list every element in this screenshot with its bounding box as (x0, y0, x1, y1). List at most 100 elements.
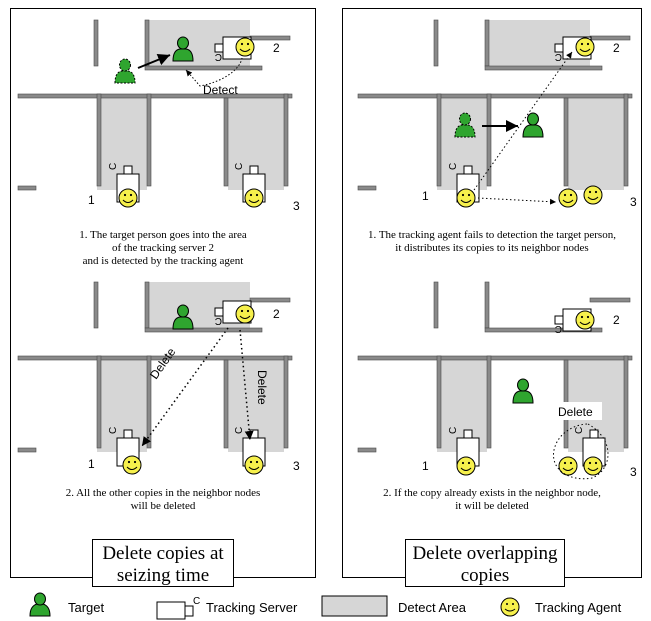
target-icon (522, 112, 544, 138)
wall (17, 185, 37, 191)
tracking-agent-icon (122, 455, 142, 475)
move-arrow (137, 53, 171, 69)
wall (249, 35, 291, 41)
tracking-agent-icon (235, 37, 255, 57)
node-number: 2 (273, 41, 280, 55)
left-title-box: Delete copies at seizing time (92, 539, 234, 587)
wall (589, 35, 631, 41)
tracking-agent-icon (583, 185, 603, 205)
left-caption-1: 1. The target person goes into the area … (10, 229, 316, 268)
wall (223, 97, 229, 187)
wall (17, 355, 101, 361)
wall (144, 65, 263, 71)
wall (357, 185, 377, 191)
copy-path (477, 197, 557, 205)
wall (144, 281, 150, 329)
server-letter: C (448, 427, 459, 434)
delete-path (141, 327, 229, 447)
right-title-box: Delete overlapping copies (405, 539, 565, 587)
wall (439, 93, 633, 99)
wall (283, 93, 289, 187)
right-caption-1: 1. The tracking agent fails to detection… (342, 229, 642, 255)
delete-label: Delete (147, 345, 179, 382)
target-icon (172, 304, 194, 330)
wall (484, 281, 490, 329)
wall (436, 93, 442, 187)
title-line: copies (460, 565, 510, 586)
tracking-server-icon: C (156, 596, 200, 620)
server-letter: C (215, 315, 222, 326)
wall (433, 281, 439, 329)
caption-line: will be deleted (130, 500, 196, 512)
wall (623, 355, 629, 449)
caption-line: it will be deleted (455, 500, 529, 512)
delete-loop (553, 423, 609, 480)
wall (146, 93, 152, 187)
legend-server-label: Tracking Server (206, 600, 298, 615)
legend-detect-area-label: Detect Area (398, 600, 466, 615)
wall (249, 297, 291, 303)
floor-plan (357, 281, 633, 453)
left-caption-2: 2. All the other copies in the neighbor … (10, 487, 316, 513)
caption-line: it distributes its copies to its neighbo… (395, 242, 589, 254)
server-letter: C (108, 427, 119, 434)
server-letter: C (555, 323, 562, 334)
target-icon (172, 36, 194, 62)
tracking-agent-icon (575, 37, 595, 57)
caption-line: 1. The target person goes into the area (79, 229, 247, 241)
legend-symbols: C (29, 592, 520, 620)
server-letter: C (555, 51, 562, 62)
tracking-agent-icon (456, 188, 476, 208)
wall (99, 355, 293, 361)
detect-area-swatch (321, 595, 388, 617)
tracking-agent-icon (235, 304, 255, 324)
server-letter: C (193, 596, 200, 607)
wall (563, 97, 569, 187)
title-line: Delete overlapping (412, 543, 558, 564)
target-icon (454, 112, 476, 138)
server-letter: C (574, 427, 585, 434)
detect-path (185, 57, 243, 87)
caption-line: 2. If the copy already exists in the nei… (383, 487, 601, 499)
wall (99, 93, 293, 99)
tracking-agent-icon (118, 188, 138, 208)
node-number: 3 (630, 195, 637, 209)
target-icon (114, 58, 136, 84)
detect-label: Detect (203, 83, 238, 97)
server-letter: C (234, 427, 245, 434)
tracking-agent-icon (583, 456, 603, 476)
right-caption-2: 2. If the copy already exists in the nei… (342, 487, 642, 513)
tracking-agent-icon (575, 310, 595, 330)
server-letter: C (448, 163, 459, 170)
delete-path (239, 329, 254, 441)
wall (439, 355, 633, 361)
title-line: seizing time (116, 565, 210, 586)
server-letter: C (234, 163, 245, 170)
wall (146, 355, 152, 449)
caption-line: 1. The tracking agent fails to detection… (368, 229, 616, 241)
wall (486, 93, 492, 187)
wall (96, 355, 102, 449)
floor-plan (17, 281, 293, 453)
wall (486, 355, 492, 449)
legend-target-label: Target (68, 600, 105, 615)
delete-label: Delete (255, 370, 269, 405)
legend-agent-label: Tracking Agent (535, 600, 622, 615)
wall (623, 93, 629, 187)
caption-line: of the tracking server 2 (111, 242, 214, 254)
wall (484, 65, 603, 71)
title-line: Delete copies at (102, 543, 224, 564)
tracking-agent-icon (456, 456, 476, 476)
delete-label: Delete (558, 405, 593, 419)
node-number: 1 (88, 193, 95, 207)
node-number: 3 (293, 459, 300, 473)
wall (223, 359, 229, 449)
tracking-agent-icon (244, 455, 264, 475)
tracking-agent-icon (500, 597, 520, 617)
wall (93, 281, 99, 329)
wall (283, 355, 289, 449)
wall (484, 327, 603, 333)
wall (357, 447, 377, 453)
wall (17, 447, 37, 453)
